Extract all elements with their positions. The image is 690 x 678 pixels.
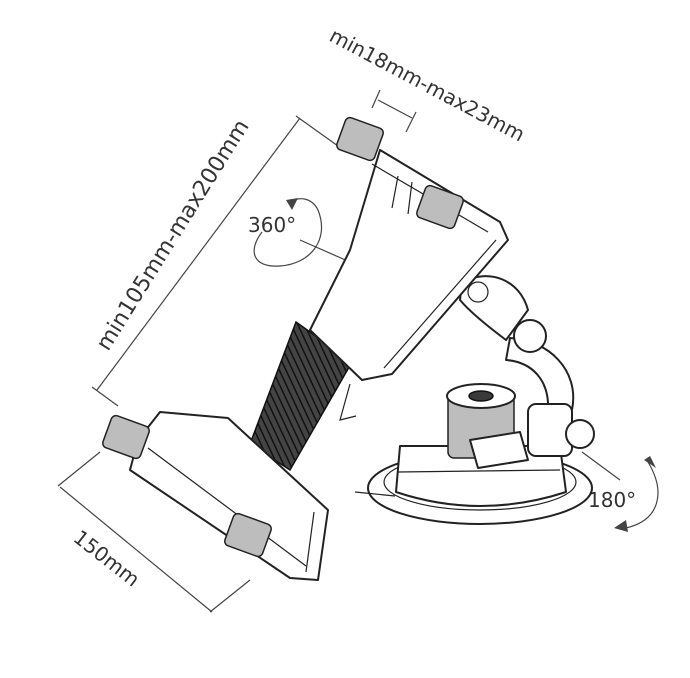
rotation-180-axis: [581, 451, 621, 481]
jaw-ext-right: [405, 111, 417, 133]
bottom-clamp-right: [224, 512, 272, 558]
upper-holder: [309, 116, 509, 421]
release-tab: [354, 491, 396, 497]
bottom-clamp-left: [102, 414, 150, 460]
suction-cup-base: [354, 383, 593, 525]
rotation-180-arrowhead-top: [644, 456, 656, 468]
column-latch: [339, 383, 357, 421]
height-ext-bottom: [91, 386, 119, 407]
rotation-180-indicator: 180°: [581, 451, 659, 532]
width-ext-left: [57, 451, 101, 487]
upper-knob: [513, 319, 547, 353]
articulated-arm: [459, 275, 595, 457]
jaw-ext-left: [371, 89, 381, 109]
base-seam: [397, 469, 561, 473]
jaw-dim-line: [377, 99, 413, 119]
lock-lever: [469, 431, 529, 469]
rotate-base-label: 180°: [588, 488, 636, 512]
height-dim-line: [96, 117, 301, 391]
height-ext-top: [295, 115, 339, 147]
holder-pivot: [467, 281, 489, 303]
lower-knob: [565, 419, 595, 449]
rotation-360-indicator: 360°: [248, 198, 351, 267]
top-clamp-left: [336, 116, 384, 162]
rotation-180-arrowhead-bottom: [614, 520, 628, 532]
rotation-360-arrow: [253, 198, 323, 267]
lower-holder: [102, 411, 329, 581]
rotate-holder-label: 360°: [248, 213, 296, 237]
height-range-label: min105mm-max200mm: [92, 115, 255, 355]
ball-joint-hole: [468, 390, 494, 402]
lower-frame-side: [305, 511, 315, 573]
holder-ball-joint: [459, 275, 529, 341]
clamp-jaw-lines: [391, 175, 413, 215]
arm-joint-lower: [527, 403, 573, 457]
width-dim-line: [59, 486, 213, 613]
lower-frame-edge: [147, 447, 307, 567]
top-clamp-right: [416, 184, 464, 230]
rotation-axis-line: [299, 239, 351, 263]
upper-frame-side: [383, 239, 497, 369]
rotation-180-arrow: [625, 461, 659, 529]
upper-frame: [309, 149, 509, 381]
width-label: 150mm: [69, 525, 145, 591]
width-ext-right: [209, 579, 251, 613]
rotation-360-arrowhead: [286, 198, 298, 210]
